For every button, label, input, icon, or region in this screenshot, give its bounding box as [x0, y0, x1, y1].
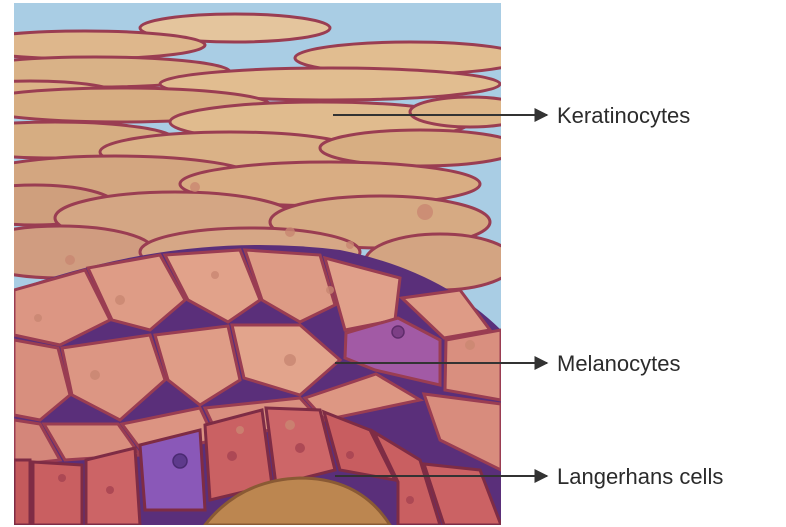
- langerhans-label: Langerhans cells: [557, 464, 723, 489]
- melanocytes-label: Melanocytes: [557, 351, 681, 376]
- keratinocytes-label: Keratinocytes: [557, 103, 690, 128]
- melanocyte-nucleus: [392, 326, 404, 338]
- langerhans-nucleus: [173, 454, 187, 468]
- skin-illustration: [0, 3, 530, 525]
